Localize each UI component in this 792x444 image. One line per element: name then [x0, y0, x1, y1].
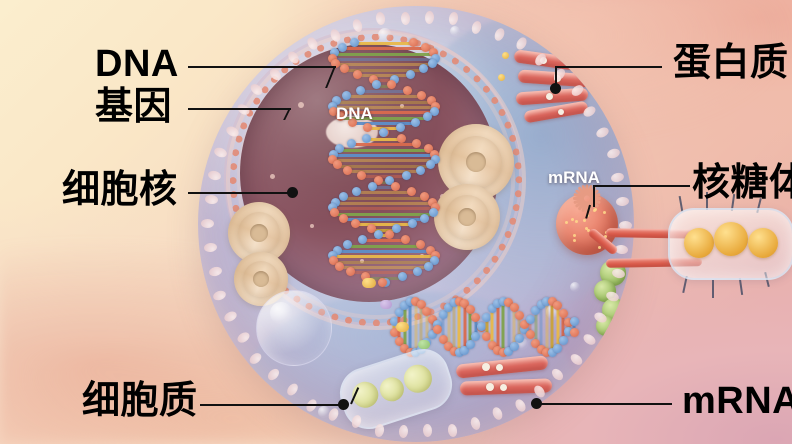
- leader-dot-cytoplasm: [338, 399, 349, 410]
- label-cytoplasm: 细胞质: [82, 381, 198, 421]
- leader-line-gene: [188, 108, 291, 110]
- leader-line-nucleus: [188, 192, 292, 194]
- label-ribosome: 核糖体: [692, 163, 792, 203]
- leader-line-protein: [556, 66, 662, 68]
- membrane-bumps: [198, 6, 634, 442]
- leader-dot-nucleus: [287, 187, 298, 198]
- leader-line-ribosome-drop: [593, 185, 595, 207]
- inline-label-dna: DNA: [336, 104, 373, 124]
- leader-line-mrna: [540, 403, 672, 405]
- label-gene: 基因: [95, 87, 172, 127]
- leader-line-cytoplasm: [200, 404, 345, 406]
- leader-line-dna: [188, 66, 336, 68]
- leader-line-ribosome: [594, 185, 690, 187]
- label-mrna: mRNA: [682, 381, 792, 421]
- label-dna: DNA: [95, 44, 179, 84]
- label-nucleus: 细胞核: [62, 170, 178, 210]
- inline-label-mrna: mRNA: [548, 168, 600, 188]
- cell: [198, 6, 634, 442]
- leader-dot-protein: [550, 83, 561, 94]
- label-protein: 蛋白质: [673, 43, 789, 83]
